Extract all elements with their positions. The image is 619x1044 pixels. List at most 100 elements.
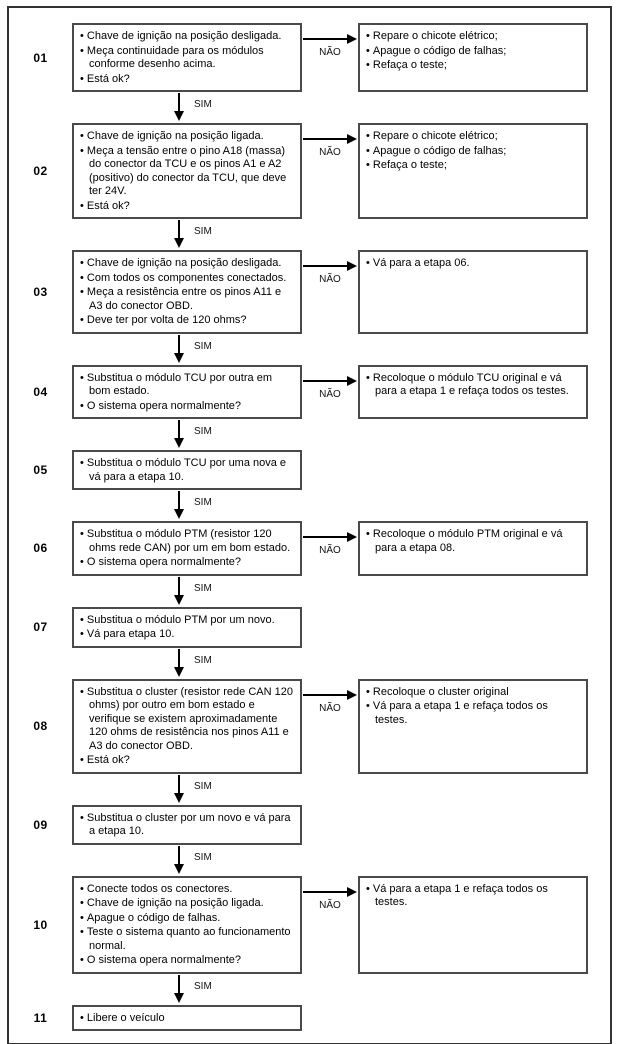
no-arrow-icon: [303, 133, 357, 145]
step-main-box: Substitua o módulo PTM (resistor 120 ohm…: [72, 521, 302, 576]
step-no-bullets: Recoloque o módulo PTM original e vá par…: [366, 528, 582, 555]
yes-label: SIM: [194, 426, 212, 437]
yes-label: SIM: [194, 582, 212, 594]
no-arrow-line: [303, 890, 349, 893]
yes-connector: SIM: [72, 92, 302, 123]
down-arrow-icon: [173, 845, 185, 875]
no-connector: NÃO: [302, 521, 358, 576]
yes-label: SIM: [194, 654, 212, 666]
step-row: 01 Chave de ignição na posição desligada…: [9, 23, 610, 92]
no-arrow-head: [347, 375, 357, 386]
yes-label: SIM: [194, 99, 212, 110]
bullet-item: Apague o código de falhas;: [366, 145, 582, 159]
bullet-item: Meça a tensão entre o pino A18 (massa) d…: [80, 145, 296, 199]
step-number: 08: [33, 719, 48, 733]
step-row: 05 Substitua o módulo TCU por uma nova e…: [9, 450, 610, 490]
no-connector: NÃO: [302, 123, 358, 219]
bullet-item: Substitua o módulo PTM (resistor 120 ohm…: [80, 528, 296, 555]
step-no-box: Recoloque o módulo PTM original e vá par…: [358, 521, 588, 576]
step-main-box: Libere o veículo: [72, 1004, 302, 1031]
step-no-bullets: Vá para a etapa 1 e refaça todos os test…: [366, 883, 582, 910]
bullet-item: Está ok?: [80, 73, 296, 87]
step-main-box: Substitua o módulo PTM por um novo.Vá pa…: [72, 606, 302, 648]
bullet-item: Apague o código de falhas;: [366, 45, 582, 59]
no-arrow-head: [347, 689, 357, 700]
down-arrow-icon: [173, 774, 185, 804]
step-main-bullets: Substitua o módulo TCU por outra em bom …: [80, 372, 296, 414]
step-no-box: Vá para a etapa 06.: [358, 250, 588, 334]
step-main-bullets: Chave de ignição na posição ligada.Meça …: [80, 130, 296, 213]
step-main-box: Chave de ignição na posição desligada.Me…: [72, 23, 302, 92]
no-label: NÃO: [319, 702, 341, 714]
bullet-item: Substitua o cluster (resistor rede CAN 1…: [80, 686, 296, 754]
down-arrow-line: [178, 774, 180, 794]
yes-label: SIM: [194, 980, 212, 992]
bullet-item: O sistema opera normalmente?: [80, 556, 296, 570]
down-arrow-head: [174, 863, 184, 874]
step-row: 03 Chave de ignição na posição desligada…: [9, 250, 610, 334]
yes-label: SIM: [194, 226, 212, 237]
yes-connector: SIM: [72, 845, 302, 876]
down-arrow-head: [174, 238, 184, 248]
step-number: 09: [33, 817, 48, 832]
step-row: 06 Substitua o módulo PTM (resistor 120 …: [9, 521, 610, 576]
no-connector: NÃO: [302, 23, 358, 92]
step-main-bullets: Conecte todos os conectores.Chave de ign…: [80, 883, 296, 968]
bullet-item: Deve ter por volta de 120 ohms?: [80, 314, 296, 328]
down-arrow-line: [178, 648, 180, 668]
down-arrow-line: [178, 845, 180, 865]
yes-connector: SIM: [72, 648, 302, 679]
step-main-bullets: Substitua o módulo PTM por um novo.Vá pa…: [80, 614, 296, 642]
yes-connector: SIM: [72, 576, 302, 607]
bullet-item: Chave de ignição na posição ligada.: [80, 130, 296, 144]
bullet-item: Está ok?: [80, 754, 296, 768]
no-arrow-icon: [303, 375, 357, 387]
down-arrow-head: [174, 992, 184, 1003]
down-arrow-head: [174, 509, 184, 519]
yes-connector: SIM: [72, 419, 302, 450]
no-label: NÃO: [319, 147, 341, 158]
bullet-item: Substitua o módulo PTM por um novo.: [80, 614, 296, 628]
step-number: 03: [33, 284, 48, 299]
down-arrow-icon: [173, 648, 185, 678]
bullet-item: Substitua o cluster por um novo e vá par…: [80, 812, 296, 839]
step-number: 07: [33, 620, 48, 634]
no-label: NÃO: [319, 388, 341, 400]
down-arrow-line: [178, 93, 180, 112]
bullet-item: Chave de ignição na posição desligada.: [80, 30, 296, 44]
down-arrow-icon: [173, 576, 185, 606]
step-no-box: Repare o chicote elétrico;Apague o códig…: [358, 23, 588, 92]
bullet-item: Refaça o teste;: [366, 59, 582, 73]
step-main-box: Substitua o módulo TCU por outra em bom …: [72, 364, 302, 419]
bullet-item: Teste o sistema quanto ao funcionamento …: [80, 926, 296, 953]
step-number: 02: [33, 164, 48, 178]
step-no-bullets: Recoloque o cluster originalVá para a et…: [366, 686, 582, 728]
yes-connector: SIM: [72, 974, 302, 1005]
step-no-bullets: Vá para a etapa 06.: [366, 257, 582, 271]
step-no-box: Recoloque o cluster originalVá para a et…: [358, 678, 588, 774]
no-connector: NÃO: [302, 250, 358, 334]
down-arrow-line: [178, 576, 180, 596]
bullet-item: Meça a resistência entre os pinos A11 e …: [80, 286, 296, 313]
step-row: 04 Substitua o módulo TCU por outra em b…: [9, 364, 610, 419]
down-arrow-line: [178, 220, 180, 239]
no-arrow-line: [303, 693, 349, 696]
no-label: NÃO: [319, 899, 341, 911]
no-arrow-line: [303, 138, 349, 140]
step-number: 01: [33, 50, 48, 65]
bullet-item: Refaça o teste;: [366, 159, 582, 173]
yes-label: SIM: [194, 340, 212, 352]
bullet-item: Conecte todos os conectores.: [80, 883, 296, 897]
step-number: 05: [33, 463, 48, 477]
step-main-bullets: Libere o veículo: [80, 1012, 296, 1026]
down-arrow-icon: [173, 220, 185, 249]
no-connector: NÃO: [302, 679, 358, 774]
yes-connector: SIM: [72, 334, 302, 365]
down-arrow-head: [174, 352, 184, 363]
no-arrow-line: [303, 536, 349, 538]
bullet-item: Vá para a etapa 06.: [366, 257, 582, 271]
step-row: 08 Substitua o cluster (resistor rede CA…: [9, 678, 610, 774]
bullet-item: Repare o chicote elétrico;: [366, 130, 582, 144]
step-main-box: Substitua o cluster (resistor rede CAN 1…: [72, 678, 302, 774]
step-row: 10 Conecte todos os conectores.Chave de …: [9, 875, 610, 974]
